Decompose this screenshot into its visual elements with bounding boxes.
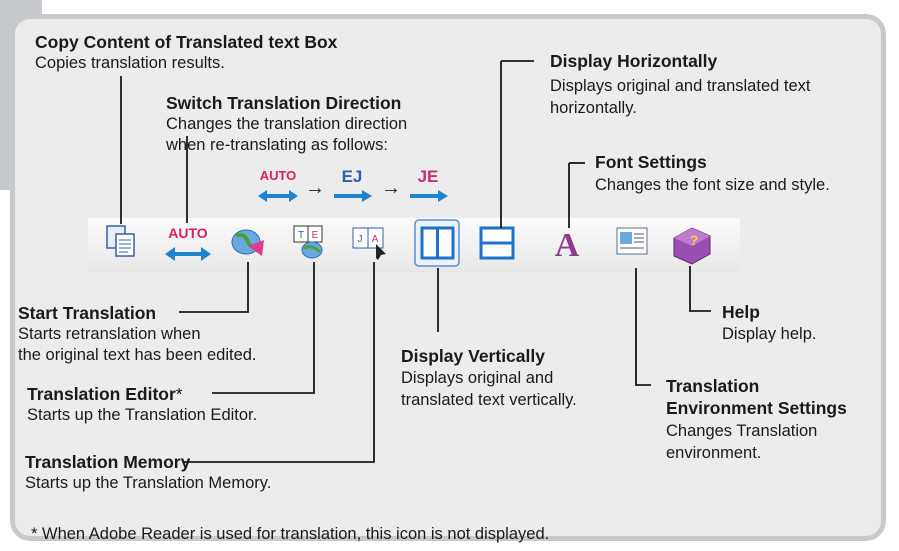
svg-text:AUTO: AUTO bbox=[168, 225, 208, 241]
svg-text:?: ? bbox=[690, 232, 699, 248]
horizontal-desc-1: Displays original and translated text bbox=[550, 77, 811, 95]
env-desc-1: Changes Translation bbox=[666, 422, 818, 440]
sequence-je-label: JE bbox=[418, 167, 439, 186]
auto-direction-icon[interactable]: AUTO bbox=[163, 222, 213, 266]
switch-title: Switch Translation Direction bbox=[166, 93, 402, 113]
start-desc-2: the original text has been edited. bbox=[18, 346, 257, 364]
horizontal-layout-icon[interactable] bbox=[477, 222, 517, 264]
editor-star: * bbox=[175, 384, 183, 404]
svg-text:E: E bbox=[312, 230, 319, 241]
direction-sequence: AUTO → EJ → JE bbox=[258, 167, 448, 202]
help-icon[interactable]: ? bbox=[668, 222, 714, 266]
start-translation-icon[interactable] bbox=[226, 222, 266, 262]
memory-title: Translation Memory bbox=[25, 452, 191, 472]
svg-text:A: A bbox=[555, 227, 580, 262]
vertical-desc-1: Displays original and bbox=[401, 369, 554, 387]
env-title-1: Translation bbox=[666, 376, 760, 396]
vertical-layout-icon[interactable] bbox=[413, 218, 463, 270]
svg-text:J: J bbox=[358, 234, 363, 245]
switch-desc-2: when re-translating as follows: bbox=[166, 136, 388, 154]
font-desc: Changes the font size and style. bbox=[595, 176, 830, 194]
copy-desc: Copies translation results. bbox=[35, 54, 225, 72]
translation-memory-icon[interactable]: J A bbox=[350, 222, 390, 262]
sequence-arrow-1: → bbox=[305, 177, 325, 199]
env-title-2: Environment Settings bbox=[666, 398, 847, 418]
copy-title: Copy Content of Translated text Box bbox=[35, 32, 338, 52]
svg-text:A: A bbox=[372, 234, 379, 245]
sequence-arrow-2: → bbox=[381, 177, 401, 199]
help-desc: Display help. bbox=[722, 325, 817, 343]
env-desc-2: environment. bbox=[666, 444, 762, 462]
copy-icon[interactable] bbox=[103, 222, 139, 262]
environment-settings-icon[interactable] bbox=[613, 222, 653, 262]
vertical-title: Display Vertically bbox=[401, 346, 545, 366]
font-icon[interactable]: A bbox=[550, 222, 584, 262]
sequence-auto-label: AUTO bbox=[260, 168, 297, 183]
editor-title: Translation Editor* bbox=[27, 384, 183, 405]
footnote: * When Adobe Reader is used for translat… bbox=[31, 525, 550, 543]
info-panel bbox=[10, 14, 886, 541]
horizontal-title: Display Horizontally bbox=[550, 51, 718, 71]
editor-desc: Starts up the Translation Editor. bbox=[27, 406, 258, 424]
sequence-ej-label: EJ bbox=[342, 167, 363, 186]
svg-text:T: T bbox=[298, 230, 304, 241]
vertical-desc-2: translated text vertically. bbox=[401, 391, 577, 409]
horizontal-desc-2: horizontally. bbox=[550, 99, 637, 117]
translation-editor-icon[interactable]: T E bbox=[290, 222, 330, 262]
start-desc-1: Starts retranslation when bbox=[18, 325, 201, 343]
font-title: Font Settings bbox=[595, 152, 707, 172]
help-title: Help bbox=[722, 302, 760, 322]
memory-desc: Starts up the Translation Memory. bbox=[25, 474, 272, 492]
switch-desc-1: Changes the translation direction bbox=[166, 115, 408, 133]
editor-title-text: Translation Editor bbox=[27, 384, 176, 404]
start-title: Start Translation bbox=[18, 303, 157, 323]
